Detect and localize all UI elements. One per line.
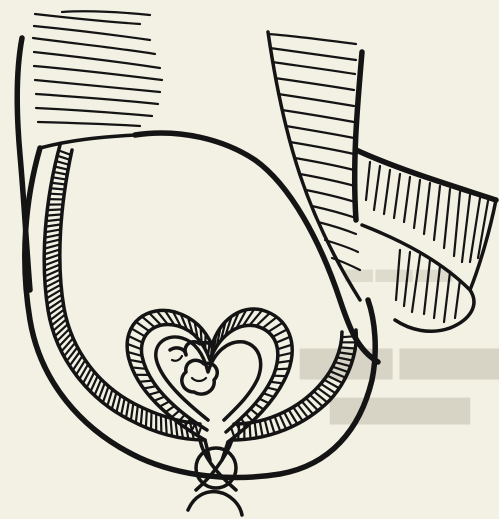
left-wall-hatching: [33, 11, 162, 126]
striation-mark: [260, 421, 263, 437]
striation-mark: [59, 333, 71, 346]
coil-striation-mark: [270, 382, 282, 384]
right-wall-edge: [355, 52, 362, 220]
coil-striation-mark: [132, 367, 146, 368]
striation-mark: [339, 352, 354, 354]
striation-mark: [56, 161, 69, 165]
striation-mark: [67, 347, 78, 361]
coil-striation-mark: [160, 401, 170, 406]
striation-mark: [146, 410, 147, 428]
upper-right-hatched-wall: [268, 32, 362, 300]
coil-striation-mark: [277, 361, 291, 363]
coil-striation-mark: [172, 410, 180, 417]
striation-mark: [265, 420, 269, 436]
striation-mark: [57, 156, 70, 160]
coil-striation-mark: [139, 381, 152, 382]
striation-mark: [340, 347, 355, 348]
striation-mark: [50, 194, 65, 195]
striation-mark: [46, 224, 61, 226]
coil-striation-mark: [277, 345, 291, 350]
striation-mark: [54, 172, 68, 175]
band-right-end: [470, 200, 496, 290]
striation-mark: [151, 412, 152, 430]
striation-mark: [44, 244, 60, 248]
striation-mark: [337, 357, 353, 360]
striation-mark: [64, 343, 75, 357]
inner-lump-cluster: [182, 360, 217, 394]
striation-mark: [330, 371, 346, 377]
inner-lump-crease: [192, 378, 206, 381]
striation-mark: [270, 418, 275, 434]
striation-mark: [50, 309, 64, 320]
striation-mark: [51, 314, 65, 325]
coil-striation-mark: [127, 344, 141, 349]
striation-mark: [51, 183, 65, 185]
striation-mark: [59, 150, 71, 155]
striation-mark: [46, 219, 61, 221]
coil-striation-mark: [231, 428, 234, 437]
coil-striation-mark: [263, 393, 274, 397]
left-wall-lower-edge: [40, 135, 135, 148]
striation-mark: [53, 319, 67, 331]
band-hatching: [366, 162, 488, 322]
striation-mark: [342, 336, 357, 337]
striation-mark: [116, 395, 120, 412]
striation-mark: [47, 209, 62, 210]
striation-mark: [55, 166, 68, 169]
striation-mark: [50, 188, 64, 189]
coil-striation-mark: [136, 322, 150, 331]
striation-mark: [136, 405, 138, 423]
coil-striation-mark: [276, 337, 290, 343]
striation-mark: [107, 389, 112, 406]
striation-mark: [141, 408, 143, 426]
coil-striation-mark: [201, 327, 202, 343]
striation-mark: [45, 229, 61, 232]
coil-striation-mark: [131, 328, 145, 336]
striation-mark: [112, 392, 117, 409]
striation-mark: [61, 338, 73, 351]
coil-striation-mark: [246, 414, 253, 421]
coil-striation-mark: [276, 369, 290, 370]
coil-striation-mark: [250, 409, 258, 416]
knot-tail: [188, 492, 242, 515]
coil-striation-mark: [267, 388, 279, 391]
coil-striation-mark: [128, 336, 142, 343]
striation-mark: [44, 249, 60, 254]
coil-striation-mark: [149, 391, 161, 394]
striation-mark: [170, 418, 172, 436]
striation-mark: [44, 254, 60, 259]
coil-striation-mark: [268, 323, 283, 332]
coil-striation-mark: [165, 406, 174, 412]
striation-mark: [131, 403, 134, 420]
band-fold-edge: [395, 320, 450, 331]
striation-mark: [335, 362, 351, 366]
striation-mark: [57, 329, 70, 342]
coil-striation-mark: [198, 426, 201, 436]
striation-mark: [166, 417, 167, 435]
striation-mark: [45, 239, 61, 243]
coil-striation-mark: [144, 386, 157, 388]
coil-striation-mark: [278, 353, 292, 356]
inner-lump-detail: [172, 356, 182, 361]
coil-striation-mark: [259, 399, 269, 404]
striation-mark: [255, 422, 257, 438]
striation-mark: [121, 398, 125, 415]
striation-mark: [52, 177, 66, 179]
striation-mark: [333, 367, 349, 372]
coil-striation-mark: [255, 404, 264, 410]
striation-mark: [45, 234, 61, 237]
striation-mark: [126, 401, 129, 418]
coil-striation-mark: [154, 397, 165, 401]
striation-mark: [275, 416, 281, 431]
striation-mark: [47, 214, 62, 215]
striation-mark: [55, 324, 68, 336]
coil-striation-mark: [273, 329, 287, 337]
right-hatched-band: [356, 150, 496, 331]
